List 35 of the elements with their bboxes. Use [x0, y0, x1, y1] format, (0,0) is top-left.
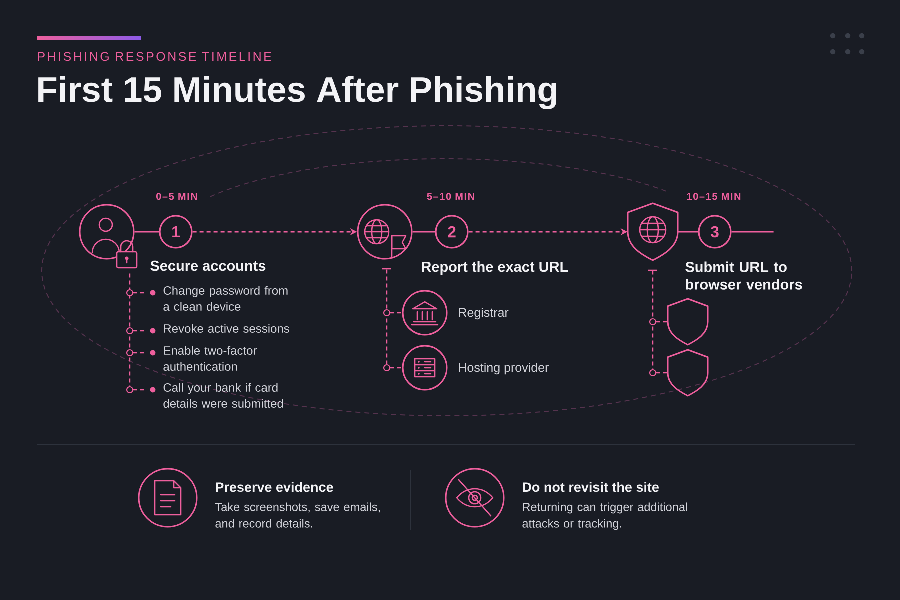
step-number: 3	[698, 215, 732, 249]
step-number: 1	[159, 215, 193, 249]
tip-text: Returning can trigger additional attacks or tracking.	[522, 502, 688, 530]
item-label: Hosting provider	[459, 362, 549, 375]
step-heading: Submit URL to browser vendors	[686, 262, 802, 290]
connector-line	[133, 389, 146, 391]
tip-text: Take screenshots, save emails, and record details.	[215, 502, 380, 528]
connector-line	[133, 352, 146, 354]
time-label: 5–10 MIN	[427, 193, 474, 200]
time-label: 10–15 MIN	[687, 193, 741, 200]
connector-line	[678, 231, 698, 233]
shield-badge	[667, 298, 709, 346]
kicker-label: PHISHING RESPONSE TIMELINE	[38, 52, 272, 62]
tip-heading: Do not revisit the site	[523, 482, 659, 492]
list-item: Call your bank if card details were submitted	[164, 383, 284, 408]
connector-line	[412, 231, 436, 233]
connector-line	[133, 292, 146, 294]
connector-line	[656, 372, 668, 374]
step-number: 2	[435, 215, 469, 249]
tip-heading: Preserve evidence	[216, 482, 334, 492]
list-item: Revoke active sessions	[164, 324, 290, 333]
step-heading: Report the exact URL	[422, 262, 568, 276]
connector-line	[133, 330, 146, 332]
list-item: Enable two-factor authentication	[164, 346, 258, 371]
connector-line	[134, 231, 160, 233]
shield-badge	[667, 349, 709, 397]
connector-line	[390, 312, 402, 314]
connector-line	[390, 367, 402, 369]
connector-line	[732, 231, 774, 233]
item-label: Registrar	[459, 308, 509, 320]
step-heading: Secure accounts	[150, 260, 266, 272]
connector-line	[656, 321, 668, 323]
title: First 15 Minutes After Phishing	[38, 76, 557, 110]
time-label: 0–5 MIN	[156, 193, 198, 200]
list-item: Change password from a clean device	[164, 286, 288, 311]
